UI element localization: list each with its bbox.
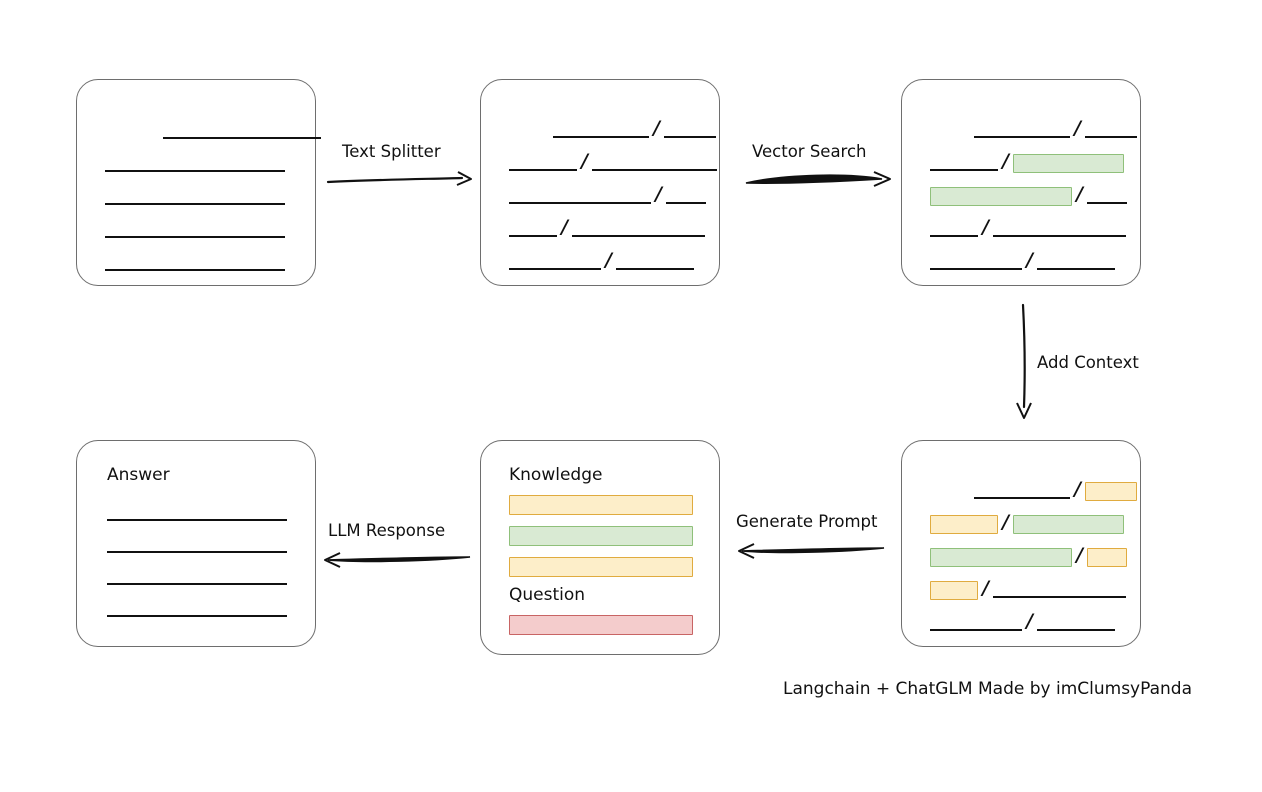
knowledge-label: Knowledge (509, 465, 603, 485)
source-document-line (105, 236, 285, 238)
answer-label: Answer (107, 465, 170, 485)
context-document-row: / (974, 478, 1137, 501)
context-document-chunk-yellow (930, 580, 978, 600)
slash-separator: / (1026, 249, 1033, 271)
retrieved-document-row: / (930, 183, 1127, 206)
split-document-row: / (509, 183, 706, 206)
retrieved-document-card[interactable]: / / / / / (901, 79, 1141, 286)
arrow-left-icon (738, 543, 885, 559)
add-context-label: Add Context (1037, 353, 1139, 372)
llm-response-arrow: LLM Response (322, 521, 472, 571)
source-document-card[interactable] (76, 79, 321, 286)
slash-separator: / (982, 216, 989, 238)
source-document-line (105, 203, 285, 205)
vector-search-arrow: Vector Search (744, 142, 892, 192)
context-document-line (992, 596, 1126, 598)
retrieved-document-line (1086, 202, 1127, 204)
context-document-row: / (930, 610, 1115, 633)
slash-separator: / (581, 150, 588, 172)
generate-prompt-arrow: Generate Prompt (736, 512, 886, 562)
context-document-row: / (930, 511, 1124, 534)
split-document-row: / (553, 117, 716, 140)
vector-search-label: Vector Search (752, 142, 867, 161)
split-document-line (663, 136, 716, 138)
arrow-right-icon (326, 171, 472, 186)
slash-separator: / (1076, 544, 1083, 566)
context-document-row: / (930, 544, 1127, 567)
retrieved-document-row: / (930, 249, 1115, 272)
retrieved-document-line (930, 169, 998, 171)
source-document-line (105, 269, 285, 271)
generate-prompt-label: Generate Prompt (736, 512, 878, 531)
context-document-chunk-yellow (930, 514, 998, 534)
retrieved-document-row: / (930, 216, 1126, 239)
answer-card[interactable]: Answer (76, 440, 316, 647)
answer-line (107, 551, 287, 553)
text-splitter-arrow: Text Splitter (326, 142, 474, 192)
split-document-line (553, 136, 649, 138)
knowledge-bar-yellow (509, 557, 693, 577)
question-bar-red (509, 615, 693, 635)
arrow-right-icon (745, 171, 891, 187)
split-document-line (665, 202, 706, 204)
slash-separator: / (653, 117, 660, 139)
split-document-row: / (509, 150, 717, 173)
split-document-line (509, 268, 601, 270)
context-document-chunk-green (1012, 514, 1124, 534)
retrieved-document-line (974, 136, 1070, 138)
knowledge-bar-green (509, 526, 693, 546)
text-splitter-label: Text Splitter (342, 142, 441, 161)
knowledge-bar-yellow (509, 495, 693, 515)
slash-separator: / (655, 183, 662, 205)
split-document-card[interactable]: / / / / / (480, 79, 720, 286)
answer-line (107, 519, 287, 521)
context-document-chunk-yellow (1084, 481, 1137, 501)
source-document-line (105, 170, 285, 172)
retrieved-document-row: / (930, 150, 1124, 173)
split-document-line (571, 235, 705, 237)
split-document-line (509, 235, 557, 237)
slash-separator: / (1074, 117, 1081, 139)
retrieved-document-line (930, 268, 1022, 270)
llm-response-label: LLM Response (328, 521, 446, 540)
context-document-card[interactable]: / / / / / (901, 440, 1141, 647)
slash-separator: / (1076, 183, 1083, 205)
split-document-row: / (509, 249, 694, 272)
context-document-row: / (930, 577, 1126, 600)
retrieved-document-line (1084, 136, 1137, 138)
context-document-chunk-yellow (1086, 547, 1127, 567)
slash-separator: / (605, 249, 612, 271)
split-document-row: / (509, 216, 705, 239)
source-document-line (163, 137, 321, 139)
add-context-arrow: Add Context (1012, 303, 1172, 421)
slash-separator: / (1074, 478, 1081, 500)
slash-separator: / (982, 577, 989, 599)
context-document-line (974, 497, 1070, 499)
slash-separator: / (1026, 610, 1033, 632)
context-document-chunk-green (930, 547, 1072, 567)
answer-line (107, 583, 287, 585)
prompt-card[interactable]: Knowledge Question (480, 440, 720, 655)
slash-separator: / (561, 216, 568, 238)
split-document-line (509, 169, 577, 171)
retrieved-document-line (930, 235, 978, 237)
split-document-line (509, 202, 651, 204)
context-document-line (930, 629, 1022, 631)
slash-separator: / (1002, 511, 1009, 533)
retrieved-document-line (992, 235, 1126, 237)
footer-caption: Langchain + ChatGLM Made by imClumsyPand… (783, 679, 1192, 699)
retrieved-document-line (1036, 268, 1115, 270)
split-document-line (615, 268, 694, 270)
split-document-line (591, 169, 717, 171)
context-document-line (1036, 629, 1115, 631)
arrow-down-icon (1016, 303, 1032, 419)
answer-line (107, 615, 287, 617)
slash-separator: / (1002, 150, 1009, 172)
arrow-left-icon (324, 552, 471, 568)
retrieved-document-chunk-green (930, 186, 1072, 206)
question-label: Question (509, 585, 586, 605)
retrieved-document-chunk-green (1012, 153, 1124, 173)
retrieved-document-row: / (974, 117, 1137, 140)
